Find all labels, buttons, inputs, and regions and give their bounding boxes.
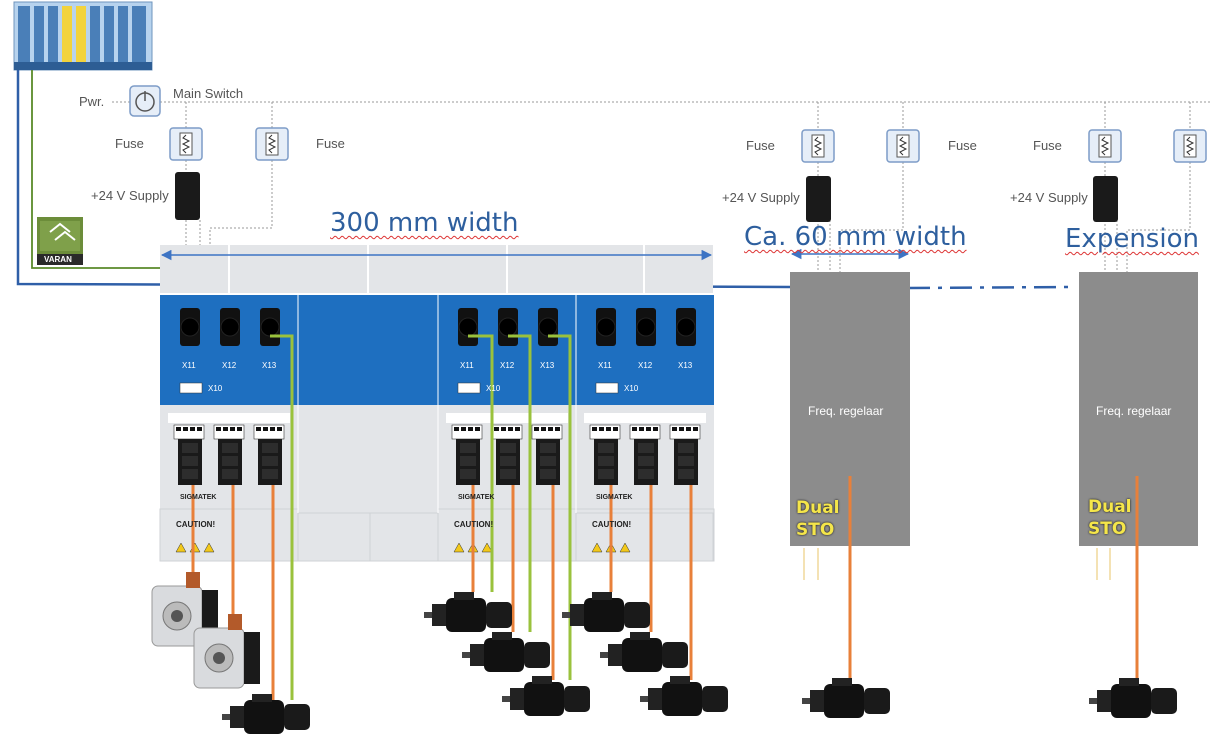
fuse-label: Fuse: [316, 136, 345, 151]
geared-motor: [424, 592, 512, 632]
varan-text: VARAN: [44, 255, 72, 264]
dual-text: Dual: [1088, 497, 1132, 517]
fuse-label: Fuse: [1033, 138, 1062, 153]
varan-line: [31, 70, 160, 269]
connector-label: X12: [638, 361, 653, 370]
connector-label: X11: [460, 361, 474, 370]
connector-label: X10: [486, 384, 501, 393]
connector-label: X10: [624, 384, 639, 393]
encoder-cables: [270, 334, 572, 700]
geared-motor: [222, 694, 310, 734]
fuse-icon: [1173, 129, 1207, 163]
connector-label: X12: [500, 361, 515, 370]
power-supply: [1093, 176, 1118, 222]
supply-label: +24 V Supply: [722, 190, 800, 205]
fuse-icon: [801, 129, 835, 163]
geared-motor: [640, 676, 728, 716]
drive-system: [159, 245, 715, 562]
width-300-label: 300 mm width: [330, 208, 519, 238]
freq-label: Freq. regelaar: [808, 404, 884, 418]
sto-label: Dual STO: [1088, 496, 1132, 540]
connector-label: X13: [678, 361, 693, 370]
freq-label: Freq. regelaar: [1096, 404, 1172, 418]
sto-label: Dual STO: [796, 497, 840, 541]
motor-cables: [191, 476, 1139, 700]
caution-label: CAUTION!: [592, 520, 632, 529]
dual-text: Dual: [796, 498, 840, 518]
caution-label: CAUTION!: [176, 520, 216, 529]
brand-label: SIGMATEK: [458, 494, 495, 501]
varan-logo: [37, 217, 83, 265]
expansion-label: Expension: [1065, 224, 1199, 254]
power-supply: [806, 176, 831, 222]
pwr-label: Pwr.: [79, 94, 105, 109]
connector-label: X13: [540, 361, 555, 370]
geared-motor: [600, 632, 688, 672]
fuse-icon: [886, 129, 920, 163]
connector-label: X10: [208, 384, 223, 393]
connector-label: X13: [262, 361, 277, 370]
connector-label: X11: [598, 361, 612, 370]
caution-label: CAUTION!: [454, 520, 494, 529]
power-wiring: [112, 101, 1210, 290]
brand-label: SIGMATEK: [596, 494, 633, 501]
main-switch: [129, 85, 161, 117]
geared-motor: [562, 592, 650, 632]
fuse-icon: [169, 127, 203, 161]
geared-motor: [462, 632, 550, 672]
sto-wires: [803, 548, 1111, 580]
fuse-icon: [255, 127, 289, 161]
fuse-icon: [1088, 129, 1122, 163]
plc-controller: [13, 1, 153, 71]
sto-text: STO: [1088, 519, 1127, 539]
sto-text: STO: [796, 520, 835, 540]
power-supply: [175, 172, 200, 220]
fuse-label: Fuse: [948, 138, 977, 153]
geared-motor: [1089, 678, 1177, 718]
geared-motor: [502, 676, 590, 716]
geared-motor: [802, 678, 890, 718]
connector-label: X11: [182, 361, 196, 370]
connector-label: X12: [222, 361, 237, 370]
supply-label: +24 V Supply: [91, 188, 169, 203]
fuse-label: Fuse: [115, 136, 144, 151]
width-60-label: Ca. 60 mm width: [744, 222, 967, 252]
bus-line-expansion: [907, 285, 1071, 290]
main-switch-label: Main Switch: [173, 86, 244, 101]
supply-label: +24 V Supply: [1010, 190, 1088, 205]
brand-label: SIGMATEK: [180, 494, 217, 501]
fuse-label: Fuse: [746, 138, 775, 153]
